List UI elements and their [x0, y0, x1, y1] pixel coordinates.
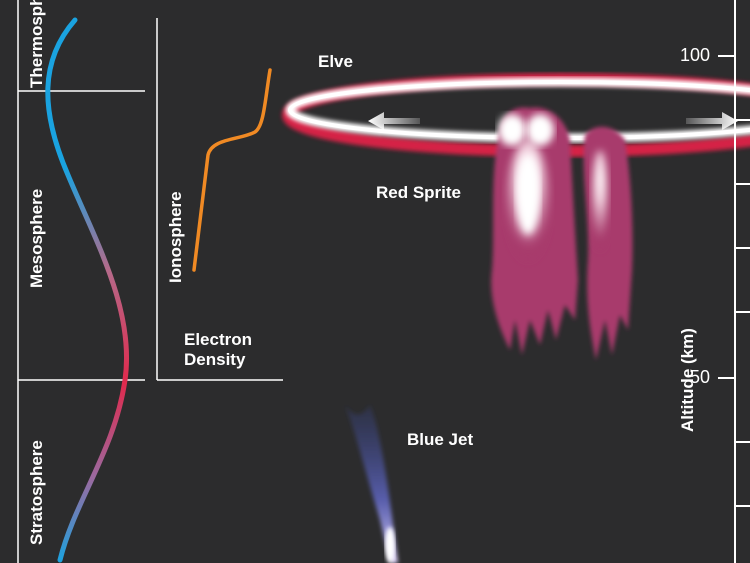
- layer-label-stratosphere: Stratosphere: [27, 440, 46, 545]
- altitude-axis-label: Altitude (km): [678, 328, 697, 432]
- red-sprite-label: Red Sprite: [376, 183, 462, 202]
- blue-jet-label: Blue Jet: [407, 430, 474, 449]
- red-sprite-small: [583, 126, 633, 361]
- electron-density-curve: [192, 68, 272, 272]
- electron-density-label-line1: Electron: [184, 330, 253, 349]
- red-sprite-large: [491, 107, 578, 355]
- arrow-left-icon: [368, 112, 420, 130]
- elve-label: Elve: [318, 52, 353, 71]
- layer-label-mesosphere: Mesosphere: [27, 188, 46, 288]
- tick-label-50: 50: [690, 367, 711, 387]
- ionosphere-box: [156, 18, 283, 381]
- ionosphere-label: Ionosphere: [166, 191, 185, 283]
- elve-arrows: [368, 112, 738, 130]
- altitude-axis: [718, 0, 750, 563]
- electron-density-label-line2: Density: [184, 350, 246, 369]
- temperature-profile-curve: [45, 17, 129, 563]
- tick-label-100: 100: [680, 45, 711, 65]
- arrow-right-icon: [686, 112, 738, 130]
- blue-jet: [345, 403, 398, 563]
- layer-label-thermosphere: Thermosphere: [27, 0, 46, 88]
